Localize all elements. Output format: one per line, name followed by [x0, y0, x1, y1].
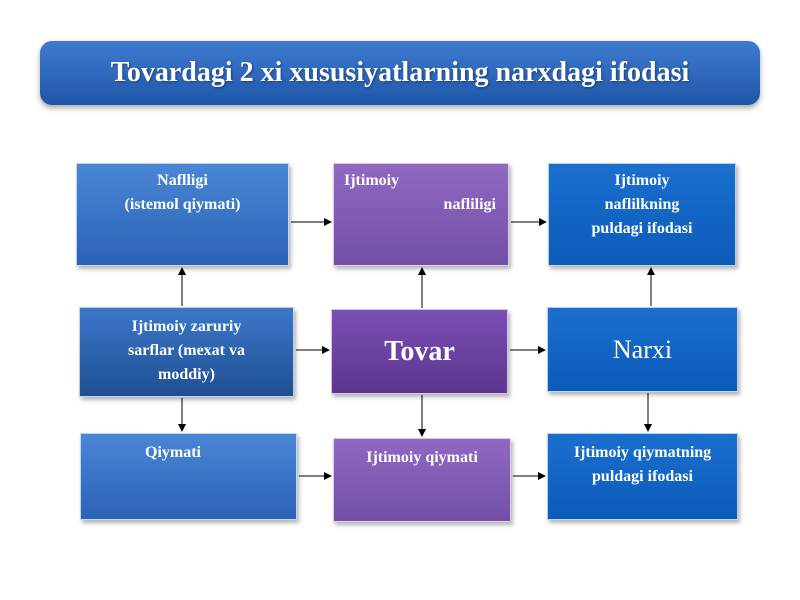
box-qiymati-label: Qiymati — [145, 444, 201, 461]
title-banner: Tovardagi 2 xi xususiyatlarning narxdagi… — [40, 41, 760, 105]
box-ijtimoiy-nafliligi: Ijtimoiy nafliligi — [333, 163, 509, 266]
box-ijtimoiy-nafliligi-line2: nafliligi — [443, 196, 496, 213]
box-naflligi-line1: Naflligi — [157, 172, 208, 189]
box-ijtimoiy-qiymatning-line1: Ijtimoiy qiymatning — [573, 444, 712, 461]
box-zaruriy-sarflar-line3: moddiy) — [158, 366, 215, 383]
box-ijtimoiy-naflilkning: Ijtimoiy naflilkning puldagi ifodasi — [548, 163, 736, 266]
box-ijtimoiy-naflilkning-line1: Ijtimoiy — [614, 172, 670, 189]
box-zaruriy-sarflar: Ijtimoiy zaruriy sarflar (mexat va moddi… — [79, 307, 294, 397]
box-narxi-label: Narxi — [612, 334, 673, 364]
box-tovar: Tovar — [331, 309, 508, 394]
box-tovar-label: Tovar — [384, 335, 455, 367]
box-naflligi-line2: (istemol qiymati) — [124, 196, 241, 213]
box-ijtimoiy-naflilkning-line3: puldagi ifodasi — [591, 220, 693, 237]
box-ijtimoiy-qiymatning: Ijtimoiy qiymatning puldagi ifodasi — [547, 433, 738, 520]
box-narxi: Narxi — [547, 307, 738, 392]
page-title: Tovardagi 2 xi xususiyatlarning narxdagi… — [110, 57, 690, 88]
box-naflligi: Naflligi (istemol qiymati) — [76, 163, 289, 266]
box-qiymati: Qiymati — [80, 433, 297, 520]
box-ijtimoiy-qiymati: Ijtimoiy qiymati — [333, 438, 511, 522]
box-ijtimoiy-qiymati-label: Ijtimoiy qiymati — [366, 449, 478, 466]
box-zaruriy-sarflar-line2: sarflar (mexat va — [128, 342, 245, 359]
box-ijtimoiy-naflilkning-line2: naflilkning — [604, 196, 680, 213]
box-ijtimoiy-nafliligi-line1: Ijtimoiy — [344, 172, 400, 189]
box-zaruriy-sarflar-line1: Ijtimoiy zaruriy — [131, 318, 242, 335]
box-ijtimoiy-qiymatning-line2: puldagi ifodasi — [592, 468, 693, 485]
